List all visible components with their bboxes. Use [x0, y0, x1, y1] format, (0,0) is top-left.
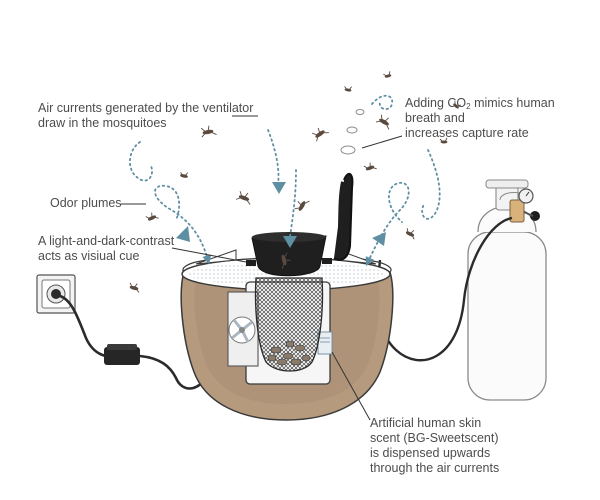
mosquito-icon: [294, 200, 310, 211]
odor-plume-arrows: [129, 94, 441, 267]
air-currents-label-line-2: draw in the mosquitoes: [38, 116, 167, 130]
arrowheads: [176, 182, 386, 248]
mosquito-icon: [145, 212, 159, 221]
co2-bubbles: [340, 109, 365, 155]
air-currents-label-line-1: Air currents generated by the ventilator: [38, 101, 254, 115]
scent-label: Artificial human skin scent (BG-Sweetsce…: [370, 416, 499, 476]
co2-label-line-2: breath and: [405, 111, 465, 125]
gas-cylinder-icon: [467, 179, 547, 401]
power-adapter-icon: [104, 344, 140, 365]
mosquito-icon: [200, 125, 217, 138]
co2-label-line-1: Adding CO2 mimics human: [405, 96, 555, 111]
mosquitoes: [129, 71, 462, 293]
air-current-arrows: [267, 129, 297, 239]
scent-label-line-4: through the air currents: [370, 461, 500, 475]
fan-icon: [227, 291, 259, 367]
co2-label-line-3: increases capture rate: [405, 126, 529, 140]
mosquito-icon: [235, 191, 251, 205]
scent-label-line-1: Artificial human skin: [370, 416, 482, 430]
odor-plumes-label: Odor plumes: [50, 196, 122, 210]
scent-label-line-3: is dispensed upwards: [370, 446, 491, 460]
adapter-cable: [139, 354, 208, 390]
mosquito-icon: [383, 71, 392, 78]
leader-lines: [120, 115, 403, 421]
mosquito-icon: [405, 228, 415, 240]
power-outlet-icon: [36, 274, 76, 314]
contrast-label-line-2: acts as visiual cue: [38, 249, 140, 263]
mosquito-icon: [312, 127, 329, 142]
mosquito-icon: [453, 101, 462, 109]
contrast-label-line-1: A light-and-dark-contrast: [38, 234, 175, 248]
mosquito-icon: [375, 114, 390, 130]
co2-label: Adding CO2 mimics human breath and incre…: [405, 96, 555, 141]
scent-label-line-2: scent (BG-Sweetscent): [370, 431, 499, 445]
mosquito-icon: [439, 137, 448, 144]
mosquito-icon: [344, 86, 353, 92]
mosquito-icon: [180, 172, 189, 178]
mosquito-icon: [363, 162, 377, 171]
air-currents-label: Air currents generated by the ventilator…: [38, 101, 253, 131]
mosquito-icon: [129, 282, 140, 293]
mosquito-icon: [281, 252, 291, 269]
contrast-label: A light-and-dark-contrast acts as visiua…: [38, 234, 174, 264]
catch-bag-icon: [254, 277, 324, 372]
